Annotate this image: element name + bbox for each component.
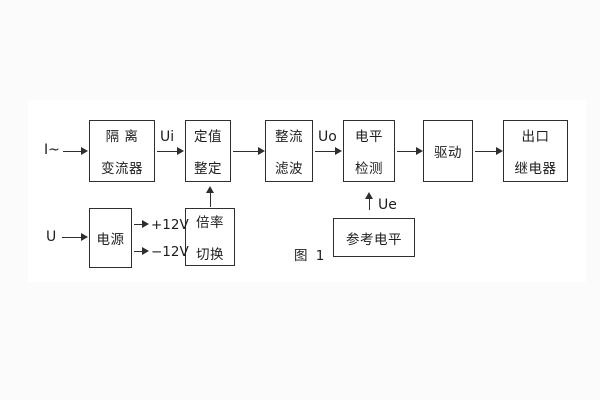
arrow-plus12v-output-icon	[134, 220, 149, 229]
figure-caption: 图 1	[294, 248, 327, 264]
arrow-isolation-to-setting-icon	[157, 147, 184, 156]
block-text-line: 隔 离	[105, 129, 139, 145]
label-input-voltage: U	[46, 229, 57, 245]
block-text-line: 切换	[196, 247, 224, 263]
block-rectifier-filter: 整流 滤波	[265, 120, 313, 182]
block-text-line: 滤波	[275, 161, 303, 177]
arrow-current-input-icon	[63, 147, 88, 156]
arrow-voltage-input-icon	[62, 233, 88, 242]
label-signal-uo: Uo	[318, 129, 337, 145]
arrow-drive-to-output-icon	[475, 147, 503, 156]
block-text-line: 倍率	[196, 215, 224, 231]
arrow-setting-to-rectifier-icon	[233, 147, 265, 156]
block-setpoint-adjustment: 定值 整定	[185, 120, 231, 182]
block-text-line: 出口	[521, 129, 550, 145]
label-input-current: I~	[44, 142, 60, 158]
block-text-line: 整定	[194, 161, 222, 177]
block-reference-level: 参考电平	[333, 218, 415, 257]
label-minus12v: −12V	[151, 244, 189, 260]
block-power-supply: 电源	[89, 208, 132, 268]
block-driver: 驱动	[423, 120, 473, 182]
label-plus12v: +12V	[151, 217, 189, 233]
block-text-line: 检测	[355, 161, 383, 177]
block-isolation-transformer: 隔 离 变流器	[89, 120, 155, 182]
block-text-line: 继电器	[514, 161, 557, 177]
block-text-line: 驱动	[434, 145, 462, 161]
arrow-level-to-drive-icon	[397, 147, 423, 156]
arrow-minus12v-output-icon	[134, 247, 149, 256]
block-level-detection: 电平 检测	[343, 120, 395, 182]
block-text-line: 电源	[96, 232, 125, 248]
block-text-line: 定值	[194, 129, 222, 145]
block-ratio-switching: 倍率 切换	[185, 208, 235, 266]
block-output-relay: 出口 继电器	[503, 120, 568, 182]
block-text-line: 参考电平	[346, 231, 402, 248]
block-text-line: 变流器	[101, 161, 143, 177]
arrow-reference-to-level-icon	[365, 192, 374, 210]
label-signal-ue: Ue	[378, 197, 397, 213]
block-text-line: 整流	[275, 129, 303, 145]
block-text-line: 电平	[355, 129, 383, 145]
label-signal-ui: Ui	[160, 129, 175, 145]
arrow-ratio-to-setting-icon	[206, 186, 215, 207]
arrow-rectifier-to-level-icon	[315, 147, 342, 156]
